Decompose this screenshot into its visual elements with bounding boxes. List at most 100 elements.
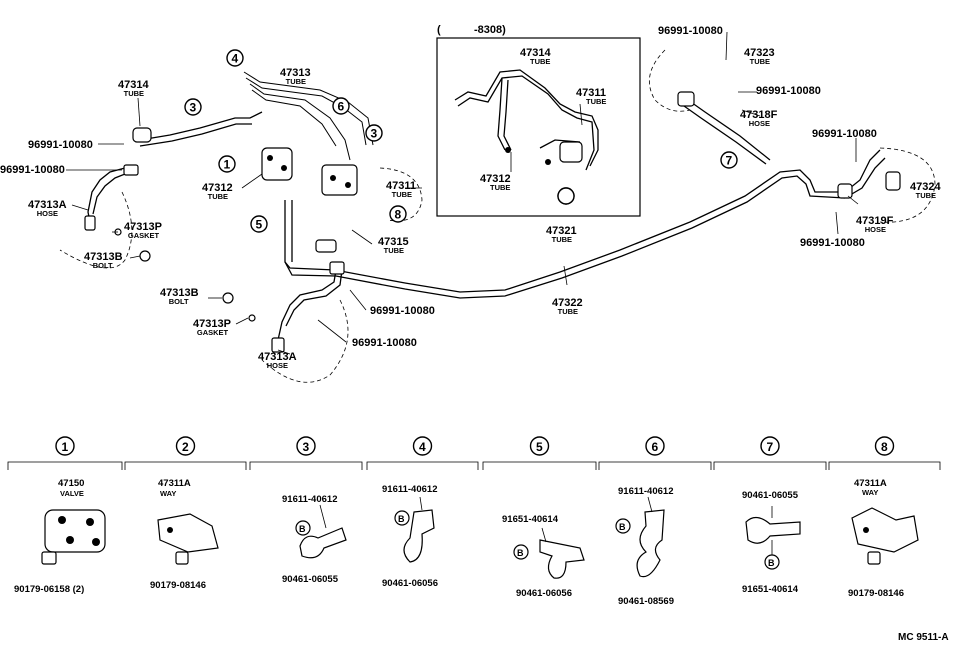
fitting-lower bbox=[329, 261, 345, 275]
group-1: 1 bbox=[7, 436, 123, 470]
svg-text:B: B bbox=[398, 514, 405, 524]
group-part-number: 91651-40614 bbox=[742, 584, 799, 595]
part-number: 47313B bbox=[160, 287, 199, 299]
part-label: 96991-10080 bbox=[812, 128, 877, 140]
valve-drawing bbox=[41, 509, 106, 565]
group-part-number: 90179-08146 bbox=[150, 580, 206, 591]
part-type: HOSE bbox=[749, 119, 770, 128]
piping bbox=[87, 71, 886, 341]
leader-lines bbox=[66, 31, 859, 355]
callout-7: 7 bbox=[720, 151, 738, 169]
group-part-type: VALVE bbox=[60, 489, 84, 498]
part-type: GASKET bbox=[128, 231, 160, 240]
part-label: 96991-10080 bbox=[756, 85, 821, 97]
callout-number: 4 bbox=[232, 52, 239, 66]
fitting-right bbox=[837, 183, 853, 199]
part-number: 96991-10080 bbox=[756, 85, 821, 97]
part-number: 96991-10080 bbox=[812, 128, 877, 140]
clamp-drawing-3: B bbox=[295, 504, 347, 559]
callout-number: 3 bbox=[190, 101, 197, 115]
group-ref: 6 bbox=[652, 440, 659, 454]
inset-callout bbox=[557, 187, 575, 205]
clamp-drawing-6: B bbox=[615, 496, 665, 578]
fitting-upper-right bbox=[677, 91, 695, 107]
clamp-drawing-4: B bbox=[394, 496, 435, 563]
part-number: 47324 bbox=[910, 181, 941, 193]
part-number: 47315 bbox=[378, 236, 409, 248]
group-part-type: WAY bbox=[160, 489, 176, 498]
part-number: 47318F bbox=[740, 109, 778, 121]
bolt-lower bbox=[222, 292, 234, 304]
group-8: 8 bbox=[828, 436, 941, 470]
part-number: 47313P bbox=[193, 318, 231, 330]
group-part-number: 91651-40614 bbox=[502, 514, 559, 525]
group-ref: 8 bbox=[881, 440, 888, 454]
group-7: 7 bbox=[713, 436, 827, 470]
upper-labels: 47314TUBE96991-1008096991-1008047313AHOS… bbox=[0, 25, 941, 370]
inset-way-fitting bbox=[559, 141, 583, 163]
inset-part-number: 47314 bbox=[520, 47, 551, 59]
group-part-number: 91611-40612 bbox=[618, 486, 673, 497]
part-number: 47313P bbox=[124, 221, 162, 233]
callout-number: 8 bbox=[395, 208, 402, 222]
hose-end-left bbox=[84, 215, 96, 231]
part-label: 96991-10080 bbox=[352, 337, 417, 349]
part-number: 96991-10080 bbox=[352, 337, 417, 349]
footer-code: MC 9511-A bbox=[898, 632, 949, 643]
inset-header-open: ( bbox=[437, 24, 441, 36]
part-type: TUBE bbox=[384, 246, 404, 255]
part-number: 47314 bbox=[118, 79, 149, 91]
callout-6: 6 bbox=[332, 97, 350, 115]
way-fitting bbox=[321, 164, 358, 196]
part-number: 96991-10080 bbox=[800, 237, 865, 249]
part-type: HOSE bbox=[267, 361, 288, 370]
group-part-number: 90461-06055 bbox=[742, 490, 799, 501]
group-part-number: 90179-06158 (2) bbox=[14, 584, 84, 595]
group-part-number: 90179-08146 bbox=[848, 588, 904, 599]
bolt-left bbox=[139, 250, 151, 262]
callout-5: 5 bbox=[250, 215, 268, 233]
group-ref: 1 bbox=[62, 440, 69, 454]
callout-number: 6 bbox=[338, 100, 345, 114]
proportioning-valve bbox=[261, 147, 293, 181]
group-part-number: 90461-08569 bbox=[618, 596, 674, 607]
part-type: TUBE bbox=[208, 192, 228, 201]
part-type: GASKET bbox=[197, 328, 229, 337]
group-part-number: 90461-06055 bbox=[282, 574, 339, 585]
part-number: 47311 bbox=[386, 180, 416, 192]
inset-part-type: TUBE bbox=[530, 57, 550, 66]
way-drawing-8 bbox=[851, 507, 919, 565]
svg-text:B: B bbox=[299, 524, 306, 534]
group-ref: 7 bbox=[767, 440, 774, 454]
part-number: 96991-10080 bbox=[28, 139, 93, 151]
inset-panel bbox=[436, 37, 641, 217]
hose-end-lower bbox=[271, 337, 285, 353]
part-number: 96991-10080 bbox=[370, 305, 435, 317]
callout-1: 1 bbox=[218, 155, 236, 173]
callout-number: 5 bbox=[256, 218, 263, 232]
callout-3: 3 bbox=[365, 124, 383, 142]
callout-number: 7 bbox=[726, 154, 733, 168]
part-type: BOLT bbox=[169, 297, 189, 306]
part-type: HOSE bbox=[865, 225, 886, 234]
callout-3: 3 bbox=[184, 98, 202, 116]
svg-text:B: B bbox=[619, 522, 626, 532]
group-ref: 2 bbox=[182, 440, 189, 454]
group-part-type: WAY bbox=[862, 488, 878, 497]
clamp-drawing-5: B bbox=[513, 527, 585, 579]
